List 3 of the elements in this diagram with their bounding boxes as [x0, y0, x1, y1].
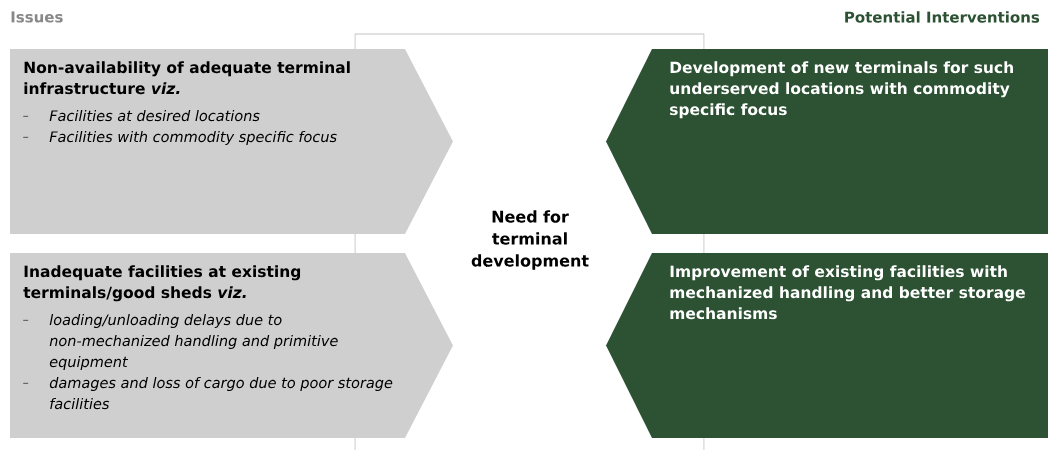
column-heading: Issues [11, 11, 63, 23]
column-heading: Potential Interventions [845, 11, 1040, 23]
center-label: Need for terminal development [471, 210, 589, 270]
